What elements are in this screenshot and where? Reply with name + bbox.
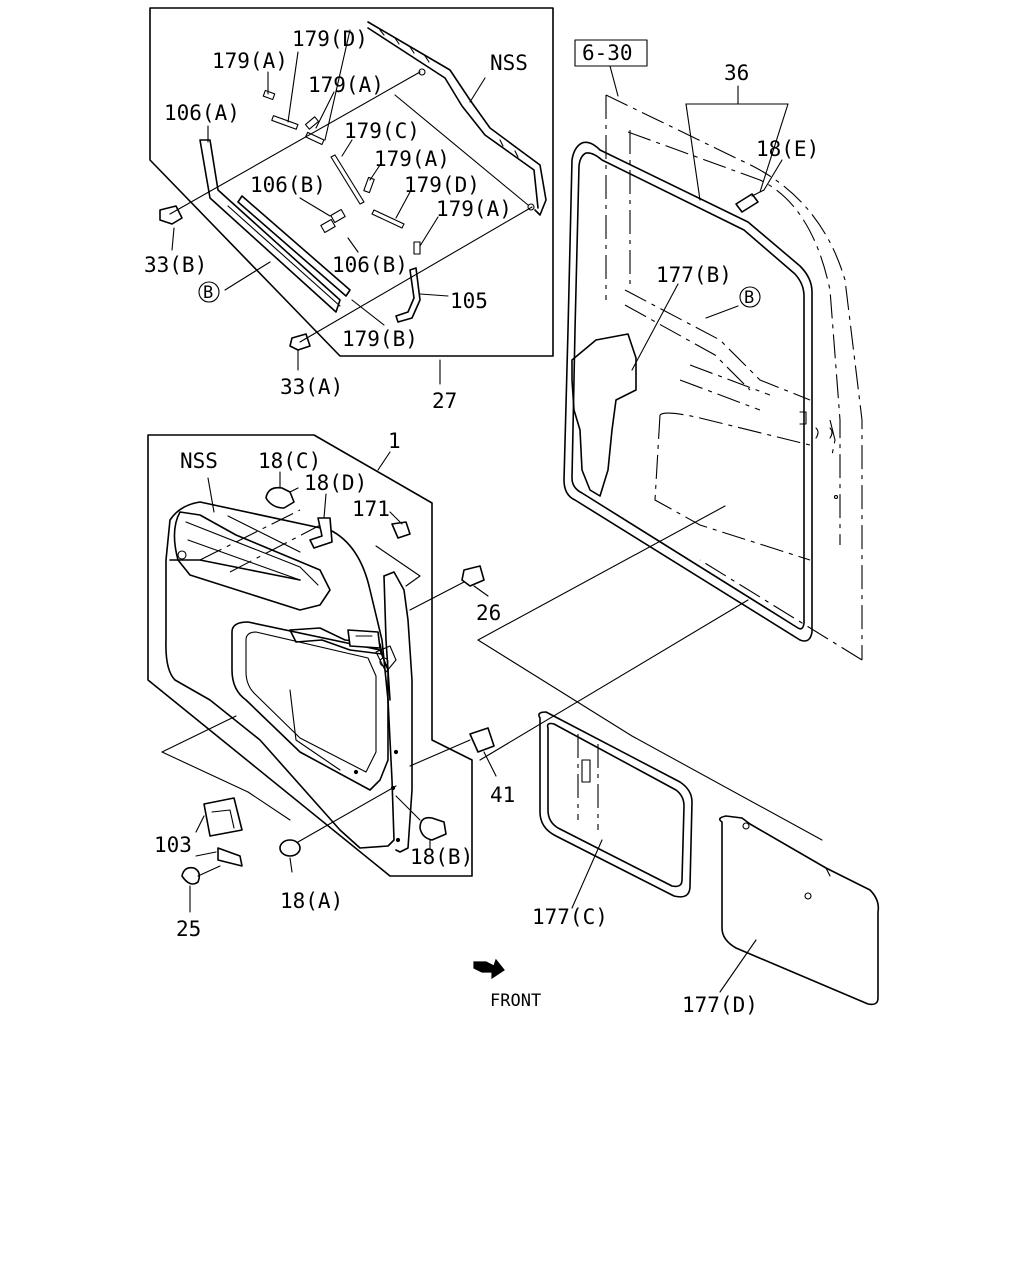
label-106a: 106(A)	[164, 101, 240, 125]
label-18e: 18(E)	[756, 137, 819, 161]
label-179a: 179(A)	[374, 147, 450, 171]
label-27: 27	[432, 389, 457, 413]
callout-b-circle-1	[198, 281, 220, 303]
label-177c: 177(C)	[532, 905, 608, 929]
front-arrow	[473, 958, 505, 980]
window-seal-177c	[538, 711, 693, 909]
label-18b: 18(B)	[410, 845, 473, 869]
label-nss: NSS	[490, 51, 528, 75]
label-177d: 177(D)	[682, 993, 758, 1017]
label-36: 36	[724, 61, 749, 85]
label-105: 105	[450, 289, 488, 313]
label-41: 41	[490, 783, 515, 807]
label-179b: 179(B)	[342, 327, 418, 351]
label-18a: 18(A)	[280, 889, 343, 913]
label-179a: 179(A)	[308, 73, 384, 97]
door-assembly	[563, 39, 863, 661]
label-106b: 106(B)	[250, 173, 326, 197]
label-18c: 18(C)	[258, 449, 321, 473]
label-179d: 179(D)	[404, 173, 480, 197]
label-179a: 179(A)	[436, 197, 512, 221]
trim-panel-inset	[147, 434, 823, 913]
weatherstrip-inset	[149, 7, 554, 385]
callout-b-letter: B	[203, 283, 213, 303]
label-179d: 179(D)	[292, 27, 368, 51]
label-front: FRONT	[490, 991, 541, 1011]
label-177b: 177(B)	[656, 263, 732, 287]
label-33a: 33(A)	[280, 375, 343, 399]
label-18d: 18(D)	[304, 471, 367, 495]
label-171: 171	[352, 497, 390, 521]
label-1: 1	[388, 429, 401, 453]
label-26: 26	[476, 601, 501, 625]
callout-b-letter: B	[744, 288, 754, 308]
label-179a: 179(A)	[212, 49, 288, 73]
label-33b: 33(B)	[144, 253, 207, 277]
label-106b: 106(B)	[332, 253, 408, 277]
callout-b-circle-2	[739, 286, 761, 308]
part-labels: 179(A) 179(D) 179(A) NSS 106(A) 179(C) 1…	[144, 27, 819, 1017]
label-179c: 179(C)	[344, 119, 420, 143]
insulator-panel-177d	[718, 815, 880, 1006]
label-nss: NSS	[180, 449, 218, 473]
label-103: 103	[154, 833, 192, 857]
label-25: 25	[176, 917, 201, 941]
label-ref-6-30: 6-30	[582, 41, 633, 65]
